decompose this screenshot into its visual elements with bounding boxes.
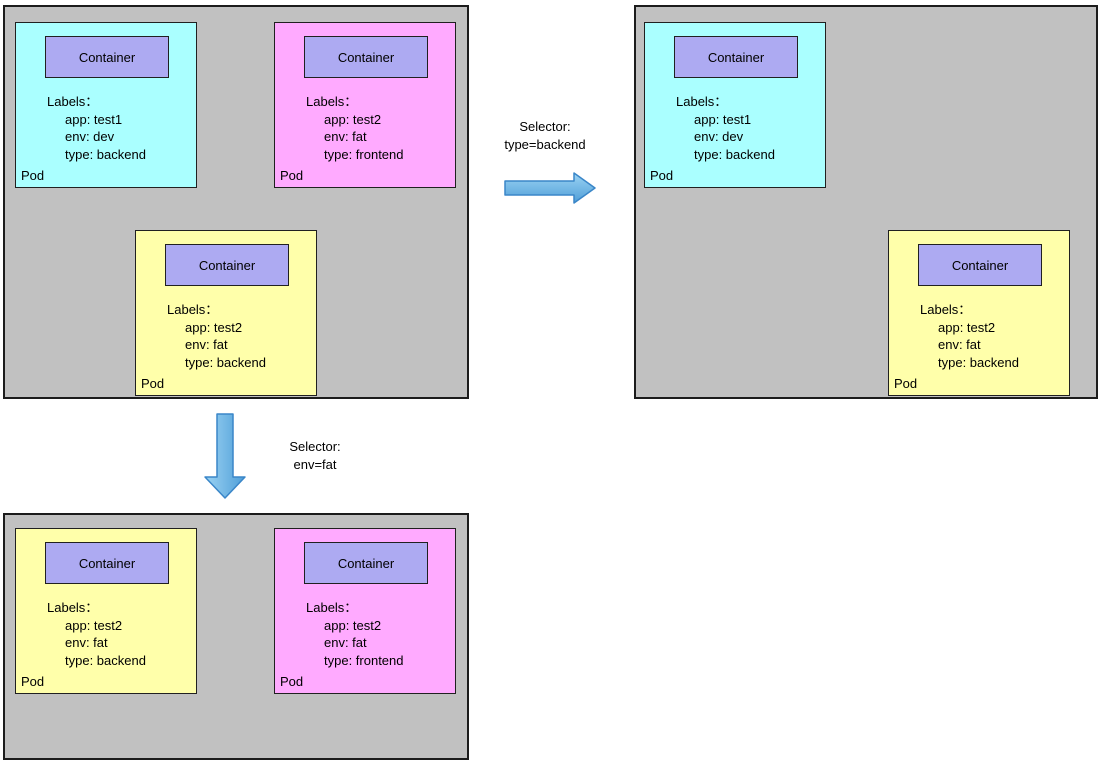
label-line-env: env: fat: [324, 129, 367, 144]
pod-label: Pod: [280, 674, 304, 689]
pod-yellow-backend: Container Labels： app: test2 env: fat ty…: [888, 230, 1070, 396]
container-box: Container: [304, 36, 428, 78]
pod-magenta-frontend: Container Labels： app: test2 env: fat ty…: [274, 22, 456, 188]
pod-label: Pod: [894, 376, 918, 391]
selector-label-type-backend: Selector: type=backend: [493, 118, 597, 154]
container-box: Container: [918, 244, 1042, 286]
label-line-env: env: fat: [938, 337, 981, 352]
labels-title: Labels：: [47, 94, 99, 109]
container-box: Container: [45, 36, 169, 78]
labels-title: Labels：: [306, 600, 358, 615]
label-line-type: type: backend: [65, 146, 146, 162]
container-label: Container: [707, 49, 765, 65]
label-line-type: type: backend: [185, 354, 266, 370]
pod-label: Pod: [141, 376, 165, 391]
label-line-app: app: test2: [65, 617, 123, 633]
arrow-down-shape: [204, 413, 246, 499]
panel-result-env-fat: Container Labels： app: test2 env: fat ty…: [3, 513, 469, 760]
pod-labels: Labels： app: test2 env: fat type: backen…: [47, 599, 146, 669]
label-line-app: app: test1: [694, 111, 752, 127]
pod-cyan-test1: Container Labels： app: test1 env: dev ty…: [15, 22, 197, 188]
selector-expression: env=fat: [293, 457, 337, 472]
label-line-type: type: backend: [65, 652, 146, 668]
arrow-down-icon: [204, 413, 246, 499]
label-line-type: type: backend: [694, 146, 775, 162]
labels-title: Labels：: [167, 302, 219, 317]
pod-labels: Labels： app: test2 env: fat type: backen…: [920, 301, 1019, 371]
label-line-env: env: fat: [324, 635, 367, 650]
pod-labels: Labels： app: test2 env: fat type: fronte…: [306, 599, 404, 669]
label-line-app: app: test1: [65, 111, 123, 127]
pod-label: Pod: [650, 168, 674, 183]
container-label: Container: [78, 555, 136, 571]
label-line-type: type: backend: [938, 354, 1019, 370]
container-box: Container: [304, 542, 428, 584]
label-line-app: app: test2: [324, 617, 382, 633]
pod-label: Pod: [21, 168, 45, 183]
panel-result-type-backend: Container Labels： app: test1 env: dev ty…: [634, 5, 1098, 399]
pod-labels: Labels： app: test2 env: fat type: fronte…: [306, 93, 404, 163]
label-line-app: app: test2: [938, 319, 996, 335]
selector-label-env-fat: Selector: env=fat: [268, 438, 362, 474]
container-box: Container: [45, 542, 169, 584]
container-box: Container: [674, 36, 798, 78]
pod-labels: Labels： app: test1 env: dev type: backen…: [676, 93, 775, 163]
pod-cyan-test1: Container Labels： app: test1 env: dev ty…: [644, 22, 826, 188]
label-line-type: type: frontend: [324, 146, 404, 162]
label-line-type: type: frontend: [324, 652, 404, 668]
label-line-env: env: dev: [694, 129, 744, 144]
labels-title: Labels：: [676, 94, 728, 109]
pod-labels: Labels： app: test2 env: fat type: backen…: [167, 301, 266, 371]
container-label: Container: [337, 555, 395, 571]
label-line-app: app: test2: [324, 111, 382, 127]
arrow-right-shape: [504, 172, 596, 204]
label-line-env: env: fat: [65, 635, 108, 650]
pod-yellow-backend: Container Labels： app: test2 env: fat ty…: [135, 230, 317, 396]
pod-labels: Labels： app: test1 env: dev type: backen…: [47, 93, 146, 163]
label-line-app: app: test2: [185, 319, 243, 335]
container-label: Container: [337, 49, 395, 65]
panel-source-pods: Container Labels： app: test1 env: dev ty…: [3, 5, 469, 399]
arrow-right-icon: [504, 172, 596, 204]
pod-magenta-frontend: Container Labels： app: test2 env: fat ty…: [274, 528, 456, 694]
label-line-env: env: dev: [65, 129, 115, 144]
labels-title: Labels：: [47, 600, 99, 615]
container-label: Container: [951, 257, 1009, 273]
container-box: Container: [165, 244, 289, 286]
container-label: Container: [78, 49, 136, 65]
container-label: Container: [198, 257, 256, 273]
labels-title: Labels：: [306, 94, 358, 109]
selector-title: Selector:: [519, 119, 571, 134]
selector-title: Selector:: [289, 439, 341, 454]
selector-expression: type=backend: [504, 137, 586, 152]
label-line-env: env: fat: [185, 337, 228, 352]
pod-label: Pod: [280, 168, 304, 183]
labels-title: Labels：: [920, 302, 972, 317]
pod-yellow-backend: Container Labels： app: test2 env: fat ty…: [15, 528, 197, 694]
pod-label: Pod: [21, 674, 45, 689]
